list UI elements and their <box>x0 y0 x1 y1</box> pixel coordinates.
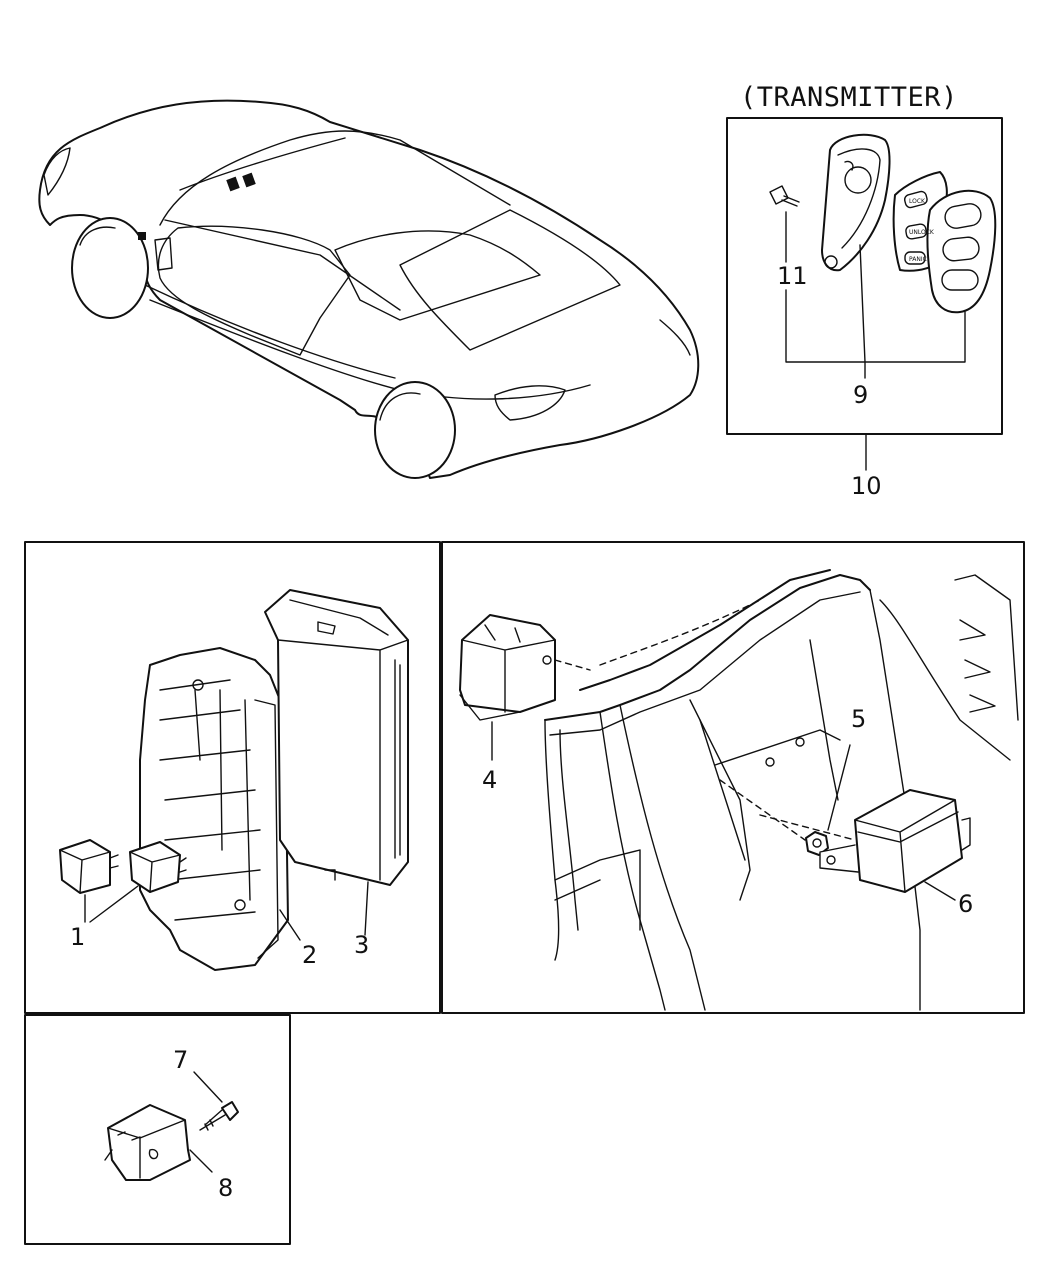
fuse-block <box>139 647 289 971</box>
callout-7: 7 <box>173 1046 188 1074</box>
callout-11: 11 <box>777 262 808 290</box>
callout-6: 6 <box>958 890 973 918</box>
dashboard-structure <box>544 569 1019 1011</box>
module-location-panel <box>441 541 1025 1014</box>
control-unit-6 <box>759 789 971 893</box>
transmitter-heading: (TRANSMITTER) <box>740 82 958 113</box>
nut-icon <box>805 831 829 856</box>
callout-8: 8 <box>218 1174 233 1202</box>
relay-8 <box>104 1104 191 1181</box>
callout-3: 3 <box>354 931 369 959</box>
transmitter-fob-housing <box>821 133 891 272</box>
callout-5: 5 <box>851 705 866 733</box>
callout-10: 10 <box>851 472 882 500</box>
control-module <box>264 589 409 886</box>
callout-2: 2 <box>302 941 317 969</box>
screw-icon <box>769 185 800 207</box>
callout-4: 4 <box>482 766 497 794</box>
transmitter-cover <box>926 189 997 314</box>
callout-9: 9 <box>853 381 868 409</box>
vehicle-illustration <box>38 99 700 479</box>
transmitter-panel <box>726 117 1003 435</box>
relay-bracket-panel <box>24 1014 291 1245</box>
key-button-label: PANIC <box>909 256 927 263</box>
key-button-label: LOCK <box>909 198 926 205</box>
screw-icon <box>199 1101 239 1131</box>
key-button-label: UNLOCK <box>909 229 935 236</box>
relay-right <box>129 841 187 893</box>
fuse-box-panel <box>24 541 441 1014</box>
relay-left <box>59 839 119 894</box>
relay-module-4 <box>459 614 591 721</box>
callout-1: 1 <box>70 923 85 951</box>
